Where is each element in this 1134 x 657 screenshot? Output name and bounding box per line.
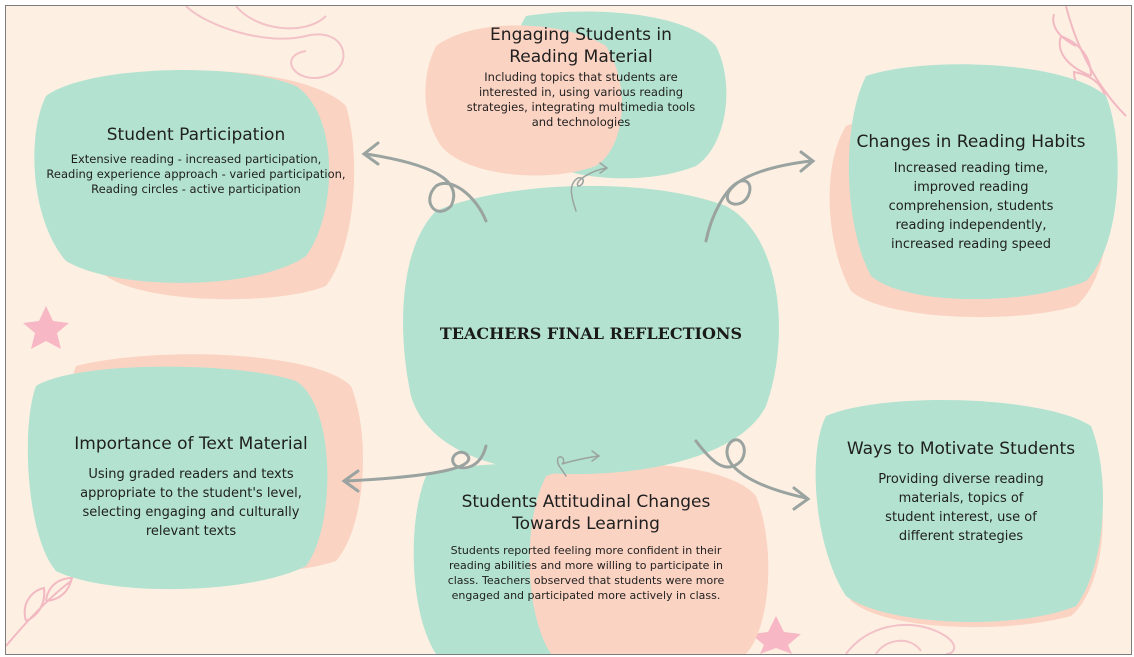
node-body-reading-habits: Increased reading time, improved reading… xyxy=(888,161,1054,252)
node-body-engaging-students: Including topics that students are inter… xyxy=(466,70,696,129)
node-text-material: Importance of Text Material Using graded… xyxy=(46,433,336,541)
node-title-engaging-students: Engaging Students in Reading Material xyxy=(490,25,672,67)
node-attitudinal-changes: Students Attitudinal Changes Towards Lea… xyxy=(421,491,751,603)
arrow-head-motivate xyxy=(792,486,811,511)
diagram-graphics xyxy=(6,6,1127,654)
blob-peach-engaging xyxy=(425,25,623,176)
arrow-head-engaging xyxy=(599,162,609,174)
node-title-student-participation: Student Participation xyxy=(106,125,286,145)
arrow-head-student-participation xyxy=(361,141,380,166)
blob-mint-text-material xyxy=(27,366,328,590)
connector-arrows xyxy=(341,141,816,511)
node-motivate-students: Ways to Motivate Students Providing dive… xyxy=(826,438,1096,546)
center-title: TEACHERS FINAL REFLECTIONS xyxy=(439,324,743,343)
node-reading-habits: Changes in Reading Habits Increased read… xyxy=(841,131,1101,254)
node-body-motivate-students: Providing diverse reading materials, top… xyxy=(878,472,1044,544)
node-title-motivate-students: Ways to Motivate Students xyxy=(846,439,1076,459)
node-body-student-participation: Extensive reading - increased participat… xyxy=(46,152,346,196)
arrow-head-attitudinal xyxy=(591,450,601,462)
blob-mint-center xyxy=(403,185,779,475)
arrow-head-reading-habits xyxy=(799,150,816,173)
node-body-attitudinal-changes: Students reported feeling more confident… xyxy=(447,544,725,602)
node-title-attitudinal-changes: Students Attitudinal Changes Towards Lea… xyxy=(461,492,711,534)
node-engaging-students: Engaging Students in Reading Material In… xyxy=(436,24,726,130)
arrow-to-engaging xyxy=(570,167,607,212)
decor-swirl-top xyxy=(185,6,345,79)
blob-mint-motivate xyxy=(815,399,1103,623)
arrow-to-attitudinal xyxy=(556,455,599,477)
decor-star-left xyxy=(23,306,69,349)
node-body-text-material: Using graded readers and texts appropria… xyxy=(80,467,302,539)
arrow-head-text-material xyxy=(341,469,360,493)
arrow-to-motivate xyxy=(694,438,808,500)
decor-swirl-bottom-right xyxy=(845,624,956,654)
arrow-to-reading-habits xyxy=(704,159,813,243)
reflection-poster: Student Participation Extensive reading … xyxy=(5,5,1132,655)
arrow-to-student-participation xyxy=(364,152,488,223)
node-title-reading-habits: Changes in Reading Habits xyxy=(856,132,1086,152)
decor-star-bottom xyxy=(751,616,801,654)
blob-mint-reading-habits xyxy=(848,64,1118,300)
decor-leaf-bottom-left xyxy=(6,576,74,647)
node-title-text-material: Importance of Text Material xyxy=(74,434,308,454)
connector-arrows-thin xyxy=(556,162,609,477)
blob-mint-student-participation xyxy=(34,69,330,283)
arrow-to-text-material xyxy=(344,444,488,483)
blob-peach-attitudinal xyxy=(529,464,769,654)
node-student-participation: Student Participation Extensive reading … xyxy=(46,124,346,197)
